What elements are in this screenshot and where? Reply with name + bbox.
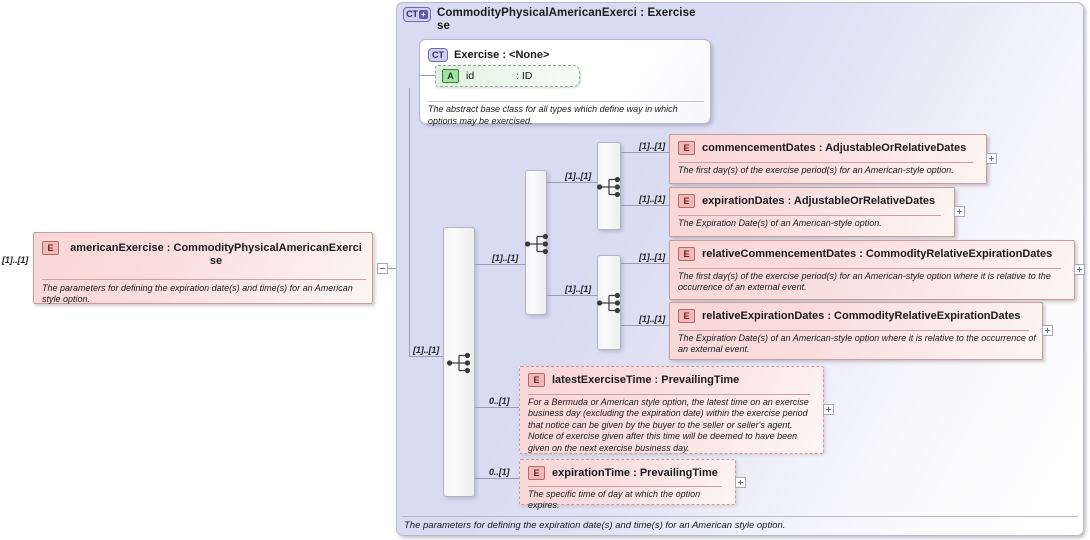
relativeExpirationDates-cardinality: [1]..[1] (639, 314, 666, 324)
element-icon: E (678, 247, 695, 261)
expand-expander-relativeExpirationDates[interactable] (1042, 325, 1053, 336)
element-box-relativeExpirationDates[interactable]: E relativeExpirationDates : CommodityRel… (669, 302, 1043, 360)
element-box-expirationDates[interactable]: E expirationDates : AdjustableOrRelative… (669, 187, 955, 237)
attribute-icon: A (442, 69, 459, 83)
connector-line (475, 264, 525, 265)
complex-type-title-line2: se (437, 20, 450, 32)
divider (678, 330, 1029, 331)
divider (678, 268, 1061, 269)
choice-connector-absolute-dates[interactable] (597, 142, 621, 230)
choice-connector-icon (597, 292, 620, 314)
attribute-name-id: id (466, 70, 475, 82)
element-icon: E (528, 373, 545, 387)
divider (528, 394, 810, 395)
element-title-relativeExpirationDates: relativeExpirationDates : CommodityRelat… (702, 310, 1021, 322)
divider (402, 516, 1078, 517)
base-type-title: Exercise : <None> (454, 49, 550, 61)
connector-line (621, 152, 669, 153)
element-title-expirationDates: expirationDates : AdjustableOrRelativeDa… (702, 195, 936, 207)
element-title-latestExerciseTime: latestExerciseTime : PrevailingTime (552, 374, 740, 386)
absolute-choice-cardinality: [1]..[1] (565, 171, 592, 181)
choice-connector-dates[interactable] (525, 170, 548, 315)
choice-connector-root[interactable] (443, 227, 475, 497)
connector-line (409, 356, 443, 357)
element-icon: E (528, 466, 545, 480)
connector-line (547, 295, 597, 296)
expand-expander-commencementDates[interactable] (986, 153, 997, 164)
element-title-relativeCommencementDates: relativeCommencementDates : CommodityRel… (702, 248, 1053, 260)
connector-line (419, 75, 435, 76)
divider (428, 101, 704, 102)
connector-line (621, 205, 669, 206)
element-doc-relativeCommencementDates: The first day(s) of the exercise period(… (678, 271, 1051, 293)
element-doc-expirationDates: The Expiration Date(s) of an American-st… (678, 218, 882, 228)
element-icon: E (678, 141, 695, 155)
connector-line (475, 478, 519, 479)
element-title-expirationTime: expirationTime : PrevailingTime (552, 467, 718, 479)
complex-type-footer-doc: The parameters for defining the expirati… (404, 520, 786, 531)
connector-line (621, 325, 669, 326)
divider (528, 486, 722, 487)
latestExerciseTime-cardinality: 0..[1] (489, 396, 510, 406)
element-icon: E (42, 241, 59, 255)
element-doc-relativeExpirationDates: The Expiration Date(s) of an American-st… (678, 333, 1036, 355)
relative-choice-cardinality: [1]..[1] (565, 284, 592, 294)
element-box-americanExercise[interactable]: E americanExercise : CommodityPhysicalAm… (33, 232, 373, 304)
connector-line (475, 407, 519, 408)
choice-connector-icon (597, 176, 620, 198)
base-type-doc: The abstract base class for all types wh… (428, 104, 678, 126)
choice-connector-icon (525, 233, 548, 255)
choice-connector-relative-dates[interactable] (597, 255, 621, 350)
root-element-cardinality: [1]..[1] (2, 255, 29, 265)
divider (678, 215, 941, 216)
element-doc-expirationTime: The specific time of day at which the op… (528, 489, 701, 511)
complextype-expand-icon[interactable]: CT+ (403, 7, 431, 22)
relativeCommencementDates-cardinality: [1]..[1] (639, 252, 666, 262)
dates-choice-cardinality: [1]..[1] (492, 253, 519, 263)
expirationTime-cardinality: 0..[1] (489, 467, 510, 477)
attribute-type-id: : ID (516, 70, 533, 82)
choice-connector-icon (447, 352, 470, 374)
expand-expander-expirationDates[interactable] (954, 206, 965, 217)
complextype-icon: CT (428, 48, 448, 62)
connector-line (547, 182, 597, 183)
complex-type-title: CommodityPhysicalAmericanExerci : Exerci… (437, 7, 737, 33)
element-title-commencementDates: commencementDates : AdjustableOrRelative… (702, 142, 967, 154)
root-choice-cardinality: [1]..[1] (413, 345, 440, 355)
element-icon: E (678, 194, 695, 208)
expand-expander-expirationTime[interactable] (735, 477, 746, 488)
divider (42, 279, 366, 280)
expand-expander-latestExerciseTime[interactable] (823, 404, 834, 415)
divider (678, 162, 973, 163)
element-icon: E (678, 309, 695, 323)
expirationDates-cardinality: [1]..[1] (639, 194, 666, 204)
connector-line (409, 88, 410, 356)
element-doc-americanExercise: The parameters for defining the expirati… (42, 283, 353, 305)
connector-line (621, 263, 669, 264)
element-box-expirationTime[interactable]: E expirationTime : PrevailingTime The sp… (519, 459, 736, 510)
element-doc-latestExerciseTime: For a Bermuda or American style option, … (528, 397, 809, 453)
collapse-expander-root[interactable] (377, 263, 388, 274)
attribute-box-id[interactable]: A id : ID (435, 65, 580, 87)
connector-line (388, 268, 397, 269)
element-box-latestExerciseTime[interactable]: E latestExerciseTime : PrevailingTime Fo… (519, 366, 824, 454)
element-doc-commencementDates: The first day(s) of the exercise period(… (678, 165, 954, 175)
element-box-relativeCommencementDates[interactable]: E relativeCommencementDates : CommodityR… (669, 240, 1075, 300)
commencementDates-cardinality: [1]..[1] (639, 141, 666, 151)
element-title-americanExercise: americanExercise : CommodityPhysicalAmer… (70, 242, 362, 267)
complex-type-title-line1: CommodityPhysicalAmericanExerci : Exerci… (437, 7, 696, 19)
expand-expander-relativeCommencementDates[interactable] (1074, 264, 1085, 275)
element-box-commencementDates[interactable]: E commencementDates : AdjustableOrRelati… (669, 134, 987, 184)
